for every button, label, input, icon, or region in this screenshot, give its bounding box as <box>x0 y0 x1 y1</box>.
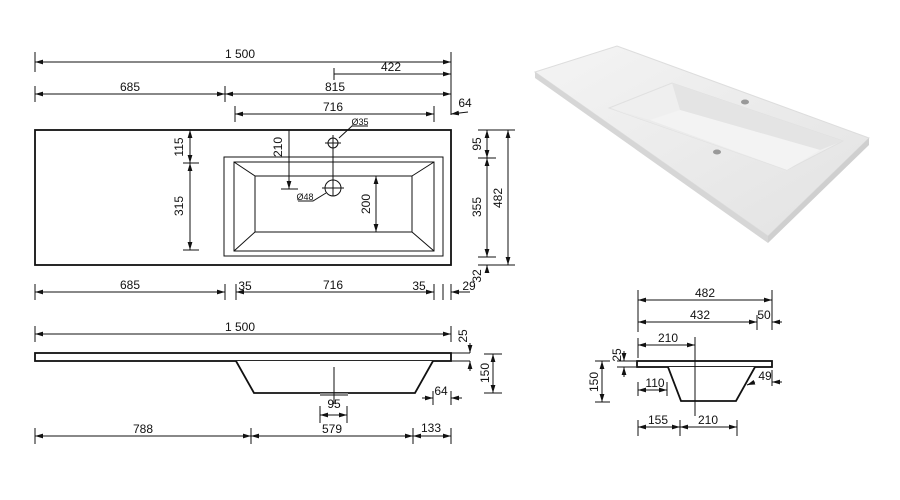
side-dim-drain: 95 <box>327 397 341 411</box>
section-dim-bottom-0: 155 <box>648 413 668 427</box>
dim-front-to-basin: 95 <box>470 137 484 151</box>
section-dim-overall-depth: 482 <box>695 286 715 300</box>
drain-hole-icon <box>713 149 721 155</box>
dim-bottom-2: 716 <box>323 278 343 292</box>
dim-bottom-1: 35 <box>238 279 252 293</box>
dim-basin-floor-depth: 200 <box>359 194 373 214</box>
side-dim-taper: 64 <box>434 384 448 398</box>
dim-tap-to-drain: 210 <box>271 137 285 157</box>
section-dim-rear-slope: 49 <box>758 369 772 383</box>
dim-basin-outer-depth: 315 <box>172 196 186 216</box>
dim-right-section: 815 <box>325 80 345 94</box>
side-view: 1 500 25 150 64 95 788 579 133 <box>34 320 502 444</box>
section-dim-rear-margin: 50 <box>757 308 771 322</box>
section-dim-basin-depth: 432 <box>690 308 710 322</box>
dim-back-margin: 32 <box>470 269 484 283</box>
product-render <box>533 45 870 243</box>
side-dim-height: 150 <box>478 363 492 383</box>
dim-basin-depth: 355 <box>470 197 484 217</box>
drain-hole-label: Ø48 <box>296 192 313 202</box>
dim-left-deck: 685 <box>120 80 140 94</box>
section-dim-height: 150 <box>587 372 601 392</box>
dim-bottom-4: 29 <box>462 279 476 293</box>
dim-overall-width: 1 500 <box>225 47 255 61</box>
section-dim-slab: 25 <box>610 348 624 362</box>
section-basin <box>667 366 756 402</box>
dim-basin-inner-width: 716 <box>323 100 343 114</box>
dim-depth-to-basin: 115 <box>172 137 186 156</box>
countertop-outline <box>34 129 452 266</box>
side-slab <box>34 352 452 362</box>
dim-overall-depth: 482 <box>491 188 505 208</box>
section-dim-drain-offset: 210 <box>658 331 678 345</box>
side-dim-bottom-2: 133 <box>421 421 441 435</box>
dim-tap-offset: 422 <box>381 60 401 74</box>
section-slab <box>636 360 773 368</box>
dim-bottom-3: 35 <box>412 279 426 293</box>
side-dim-overall-width: 1 500 <box>225 320 255 334</box>
section-dim-bottom-1: 210 <box>698 413 718 427</box>
side-dim-bottom-1: 579 <box>322 422 342 436</box>
section-view: 482 432 50 210 25 150 110 49 155 210 <box>587 286 782 436</box>
basin-opening <box>233 161 435 252</box>
dim-bottom-0: 685 <box>120 278 140 292</box>
dim-right-margin: 64 <box>458 96 472 110</box>
section-dim-front-slope: 110 <box>645 376 664 390</box>
side-dim-bottom-0: 788 <box>133 422 153 436</box>
top-view: Ø35 Ø48 1 500 422 685 815 716 64 115 315… <box>34 47 515 300</box>
side-dim-slab: 25 <box>456 329 470 343</box>
tap-hole-label: Ø35 <box>351 117 368 127</box>
tap-hole-icon <box>741 99 749 105</box>
